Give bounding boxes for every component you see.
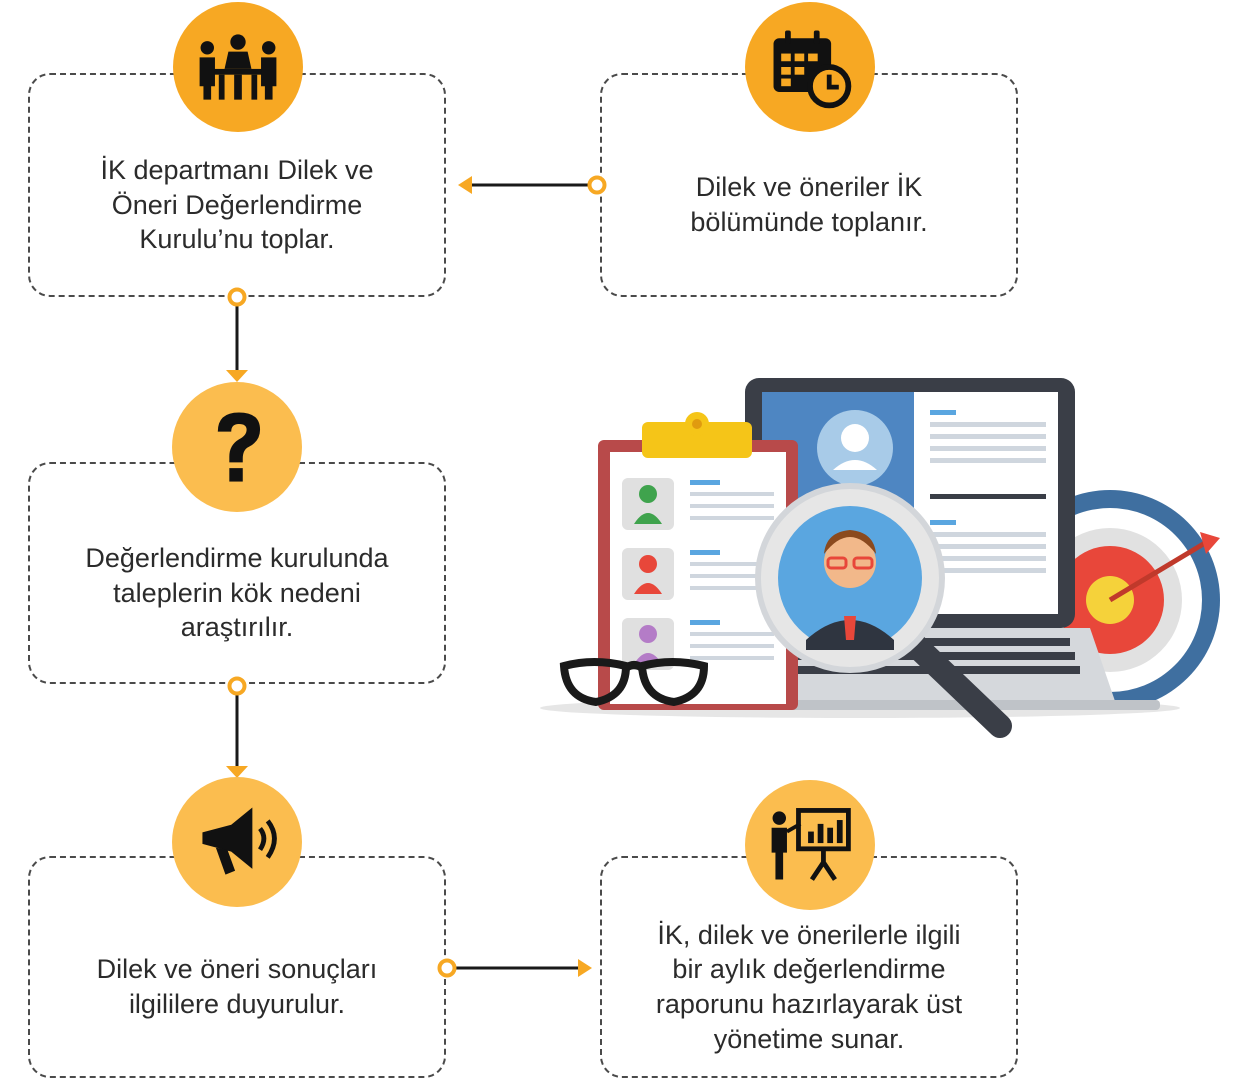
step-text: İK, dilek ve önerilerle ilgili bir aylık… <box>655 919 963 1054</box>
step-box-1: İK departmanı Dilek ve Öneri Değerlendir… <box>28 73 446 297</box>
meeting-icon <box>173 2 303 132</box>
step-text: Değerlendirme kurulunda taleplerin kök n… <box>85 543 389 643</box>
step-text: Dilek ve öneriler İK bölümünde toplanır. <box>690 172 928 237</box>
megaphone-icon <box>172 777 302 907</box>
arrow-step4-to-step5 <box>437 958 592 978</box>
question-icon <box>172 382 302 512</box>
recruitment-illustration <box>540 378 1220 738</box>
calendar-clock-icon <box>745 2 875 132</box>
arrow-step2-to-step1 <box>458 175 607 195</box>
glasses-icon <box>559 658 709 707</box>
arrow-step1-to-step3 <box>226 287 248 382</box>
step-text: Dilek ve öneri sonuçları ilgililere duyu… <box>96 954 378 1019</box>
step-text: İK departmanı Dilek ve Öneri Değerlendir… <box>100 155 374 255</box>
arrow-step3-to-step4 <box>226 676 248 778</box>
magnifier-icon <box>755 483 1012 738</box>
presentation-icon <box>745 780 875 910</box>
